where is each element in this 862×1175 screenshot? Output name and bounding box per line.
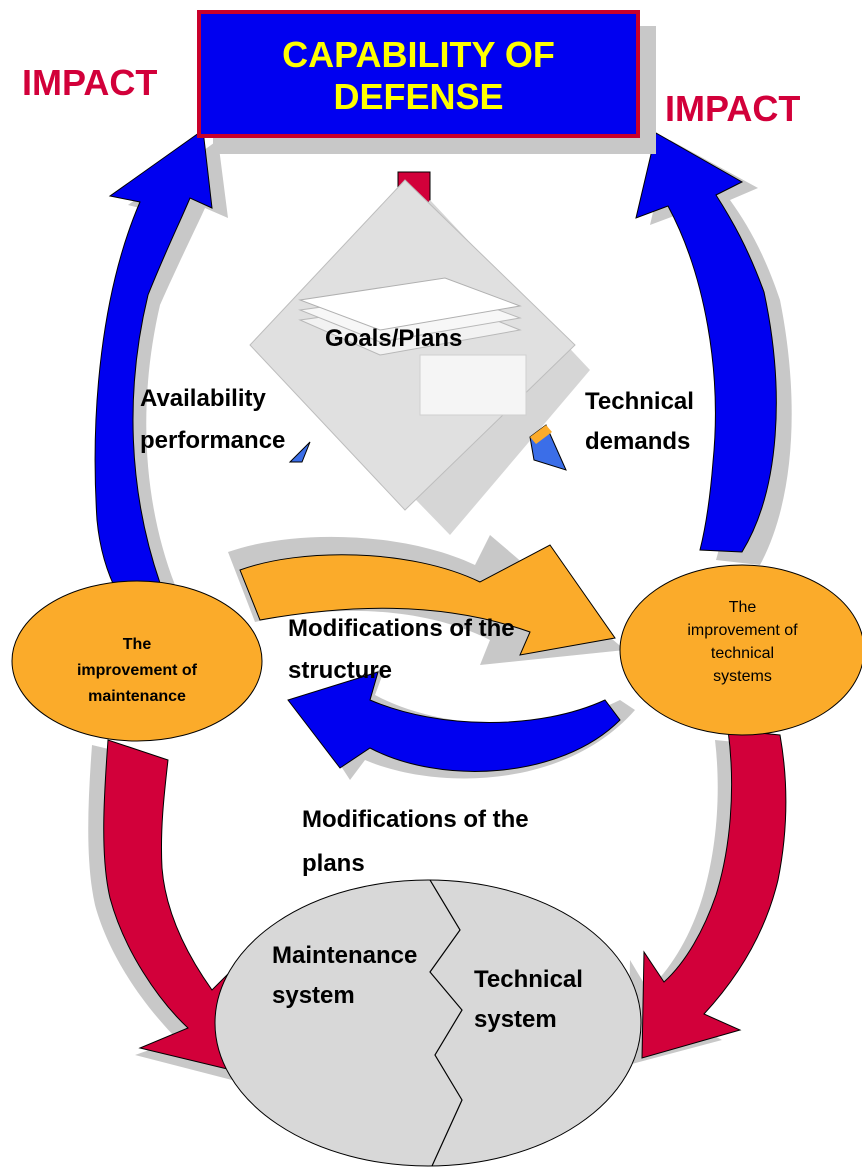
impact-left: IMPACT bbox=[22, 62, 158, 103]
technical-ellipse bbox=[619, 564, 862, 736]
technical-demands-line-1: Technical bbox=[585, 388, 694, 415]
plans-arrow bbox=[287, 671, 621, 772]
systems-ellipse bbox=[214, 879, 642, 1167]
impact-right: IMPACT bbox=[665, 88, 801, 129]
title-box bbox=[197, 10, 640, 138]
technical-system-line-2: system bbox=[474, 1006, 557, 1033]
mod-structure-line-2: structure bbox=[288, 657, 393, 684]
maintenance-ellipse bbox=[11, 580, 263, 742]
puzzle-split-line bbox=[429, 879, 463, 1167]
maintenance-system-label: Maintenance system bbox=[272, 936, 417, 1016]
availability-pointer bbox=[288, 441, 311, 463]
technical-improvement-line-3: technical bbox=[710, 645, 775, 662]
maintenance-improvement-line-2: improvement of bbox=[76, 662, 197, 679]
title-line-1: CAPABILITY OF bbox=[282, 34, 555, 75]
technical-improvement-label: The improvement of technical systems bbox=[640, 596, 845, 688]
technical-system-line-1: Technical bbox=[474, 966, 583, 993]
title-line-2: DEFENSE bbox=[333, 76, 504, 117]
technical-demands-line-2: demands bbox=[585, 428, 691, 455]
right-red-arrow bbox=[641, 729, 787, 1059]
availability-line-2: performance bbox=[140, 427, 286, 454]
maintenance-improvement-line-1: The bbox=[122, 636, 152, 653]
left-red-arrow bbox=[103, 739, 249, 1075]
mod-plans-line-1: Modifications of the bbox=[302, 806, 529, 833]
technical-system-label: Technical system bbox=[474, 960, 583, 1040]
maintenance-system-line-1: Maintenance bbox=[272, 942, 418, 969]
mod-plans-line-2: plans bbox=[302, 850, 365, 877]
mod-plans-label: Modifications of the plans bbox=[302, 798, 529, 886]
availability-label: Availability performance bbox=[140, 378, 285, 462]
maintenance-improvement-label: The improvement of maintenance bbox=[37, 632, 237, 710]
paper-stack-1 bbox=[298, 277, 522, 331]
paper-sheet bbox=[419, 354, 527, 416]
technical-improvement-line-2: improvement of bbox=[687, 622, 798, 639]
availability-line-1: Availability bbox=[140, 385, 266, 412]
maintenance-system-line-2: system bbox=[272, 982, 355, 1009]
maintenance-improvement-line-3: maintenance bbox=[88, 688, 186, 705]
structure-arrow bbox=[239, 544, 616, 656]
right-blue-arrow bbox=[635, 132, 777, 553]
technical-demands-label: Technical demands bbox=[585, 382, 694, 462]
title: CAPABILITY OF DEFENSE bbox=[197, 34, 640, 118]
technical-improvement-line-4: systems bbox=[713, 668, 772, 685]
goals-label: Goals/Plans bbox=[325, 325, 463, 352]
mod-structure-label: Modifications of the structure bbox=[288, 608, 515, 692]
mod-structure-line-1: Modifications of the bbox=[288, 615, 515, 642]
technical-improvement-line-1: The bbox=[728, 599, 757, 616]
technical-demands-pointer-tip bbox=[530, 425, 552, 444]
